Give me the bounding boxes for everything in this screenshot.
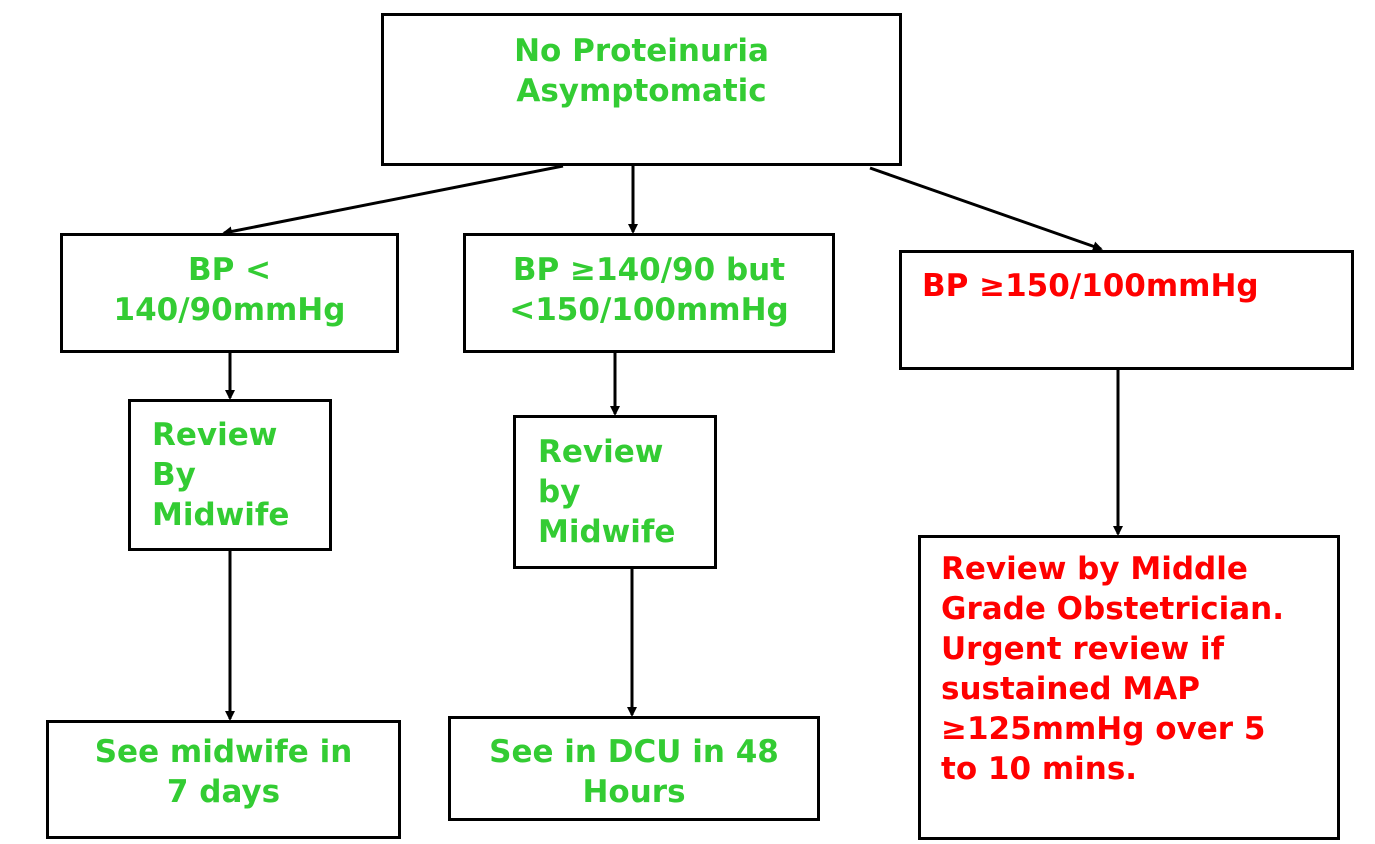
bp-below-threshold-node: BP < 140/90mmHg (60, 233, 399, 353)
middle-review-line-2: by (538, 474, 581, 510)
start-node-line-1: No Proteinuria (514, 33, 769, 69)
right-review-line-3: Urgent review if (941, 631, 1225, 667)
right-review-line-2: Grade Obstetrician. (941, 591, 1284, 627)
middle-outcome-node: See in DCU in 48 Hours (448, 716, 820, 821)
middle-outcome-line-2: Hours (582, 774, 686, 810)
middle-review-line-3: Midwife (538, 514, 676, 550)
left-review-line-3: Midwife (152, 497, 290, 533)
right-review-line-1: Review by Middle (941, 551, 1248, 587)
left-outcome-node: See midwife in 7 days (46, 720, 401, 839)
middle-review-line-1: Review (538, 434, 664, 470)
bp-moderate-node: BP ≥140/90 but <150/100mmHg (463, 233, 835, 353)
left-review-node: Review By Midwife (128, 399, 332, 551)
start-node-line-2: Asymptomatic (516, 73, 767, 109)
left-review-line-2: By (152, 457, 196, 493)
right-review-line-6: to 10 mins. (941, 751, 1138, 787)
bp-below-threshold-line-2: 140/90mmHg (113, 292, 346, 328)
left-outcome-line-1: See midwife in (94, 734, 353, 770)
right-review-line-4: sustained MAP (941, 671, 1200, 707)
bp-high-line-1: BP ≥150/100mmHg (922, 268, 1259, 304)
bp-below-threshold-line-1: BP < (187, 252, 272, 288)
arrow-top-to-right (869, 166, 1103, 252)
arrow-top-to-left (222, 164, 564, 237)
bp-moderate-line-1: BP ≥140/90 but (512, 252, 786, 288)
middle-outcome-line-1: See in DCU in 48 (489, 734, 779, 770)
left-review-line-1: Review (152, 417, 278, 453)
right-review-line-5: ≥125mmHg over 5 (941, 711, 1266, 747)
left-outcome-line-2: 7 days (166, 774, 281, 810)
bp-high-node: BP ≥150/100mmHg (899, 250, 1354, 370)
start-node: No Proteinuria Asymptomatic (381, 13, 902, 166)
bp-moderate-line-2: <150/100mmHg (509, 292, 789, 328)
right-review-node: Review by Middle Grade Obstetrician. Urg… (918, 535, 1340, 840)
middle-review-node: Review by Midwife (513, 415, 717, 569)
